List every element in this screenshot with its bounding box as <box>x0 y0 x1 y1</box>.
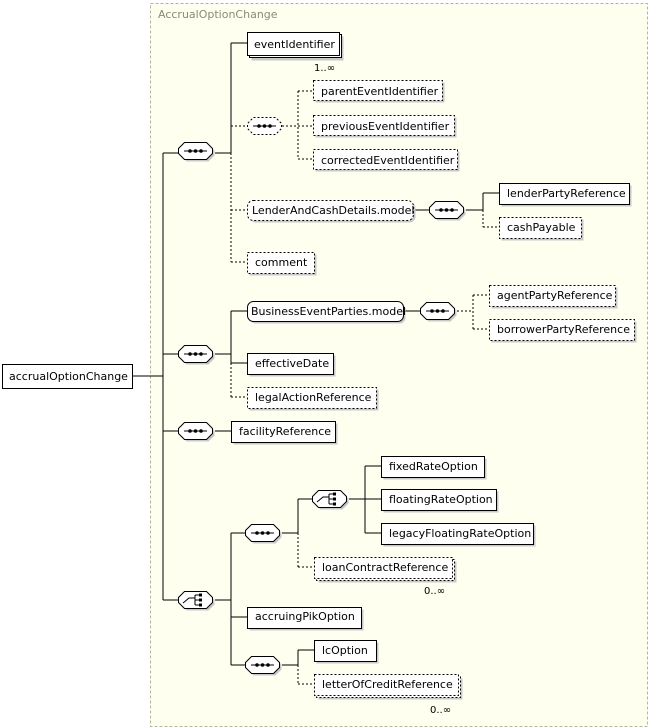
element-letter-of-credit-reference[interactable]: letterOfCreditReference <box>314 674 463 700</box>
element-label: fixedRateOption <box>389 460 478 473</box>
group-business-event-parties-model[interactable]: BusinessEventParties.model <box>247 301 407 324</box>
element-lender-party-reference[interactable]: lenderPartyReference <box>499 183 632 207</box>
sequence-compositor-lender[interactable] <box>429 201 466 221</box>
element-previous-event-identifier[interactable]: previousEventIdentifier <box>313 115 457 138</box>
sequence-compositor-choice-a[interactable] <box>245 524 282 544</box>
element-fixed-rate-option[interactable]: fixedRateOption <box>381 456 487 480</box>
element-label: parentEventIdentifier <box>321 85 439 98</box>
element-label: loanContractReference <box>322 561 448 574</box>
element-agent-party-reference[interactable]: agentPartyReference <box>489 285 618 309</box>
element-loan-contract-reference[interactable]: loanContractReference <box>314 557 457 583</box>
container-title: AccrualOptionChange <box>158 8 278 21</box>
connector-lines <box>133 42 499 685</box>
sequence-compositor-2[interactable] <box>178 345 215 365</box>
occurrence-event-identifier: 1..∞ <box>314 63 335 74</box>
group-label: LenderAndCashDetails.model <box>252 204 414 217</box>
element-event-identifier[interactable]: eventIdentifier <box>247 32 344 61</box>
element-legal-action-reference[interactable]: legalActionReference <box>247 387 379 411</box>
choice-compositor-rate[interactable] <box>312 490 349 510</box>
sequence-compositor-choice-b[interactable] <box>245 656 282 676</box>
optional-sequence-compositor[interactable] <box>247 117 282 135</box>
root-element-accrual-option-change[interactable]: accrualOptionChange <box>2 364 133 389</box>
element-label: cashPayable <box>507 221 576 234</box>
group-lender-and-cash-details-model[interactable]: LenderAndCashDetails.model <box>247 200 416 223</box>
element-facility-reference[interactable]: facilityReference <box>231 421 338 445</box>
element-lc-option[interactable]: lcOption <box>314 640 379 664</box>
occurrence-letter-of-credit-reference: 0..∞ <box>430 705 451 716</box>
element-label: eventIdentifier <box>254 38 335 51</box>
element-label: lcOption <box>322 644 368 657</box>
element-accruing-pik-option[interactable]: accruingPikOption <box>247 607 364 631</box>
choice-compositor-main[interactable] <box>178 591 215 611</box>
element-floating-rate-option[interactable]: floatingRateOption <box>381 489 499 513</box>
element-parent-event-identifier[interactable]: parentEventIdentifier <box>313 80 445 103</box>
element-label: letterOfCreditReference <box>322 678 453 691</box>
element-label: facilityReference <box>239 425 331 438</box>
sequence-compositor-1[interactable] <box>178 142 215 162</box>
sequence-compositor-parties[interactable] <box>420 302 457 322</box>
element-label: agentPartyReference <box>497 289 613 302</box>
element-label: correctedEventIdentifier <box>321 154 455 167</box>
sequence-compositor-3[interactable] <box>178 422 215 442</box>
element-legacy-floating-rate-option[interactable]: legacyFloatingRateOption <box>381 523 536 547</box>
element-label: effectiveDate <box>255 357 329 370</box>
element-label: legacyFloatingRateOption <box>389 527 531 540</box>
element-cash-payable[interactable]: cashPayable <box>499 217 584 241</box>
occurrence-loan-contract-reference: 0..∞ <box>424 586 445 597</box>
element-corrected-event-identifier[interactable]: correctedEventIdentifier <box>313 149 460 172</box>
element-label: lenderPartyReference <box>507 187 626 200</box>
element-comment[interactable]: comment <box>247 252 317 276</box>
element-label: comment <box>255 256 308 269</box>
element-label: floatingRateOption <box>389 493 493 506</box>
element-effective-date[interactable]: effectiveDate <box>247 353 336 377</box>
element-label: legalActionReference <box>255 391 372 404</box>
element-borrower-party-reference[interactable]: borrowerPartyReference <box>489 319 637 343</box>
container-box <box>150 3 648 727</box>
element-label: accruingPikOption <box>255 610 355 623</box>
root-element-label: accrualOptionChange <box>9 370 128 383</box>
group-label: BusinessEventParties.model <box>251 305 406 318</box>
element-label: borrowerPartyReference <box>497 323 630 336</box>
element-label: previousEventIdentifier <box>321 120 450 133</box>
